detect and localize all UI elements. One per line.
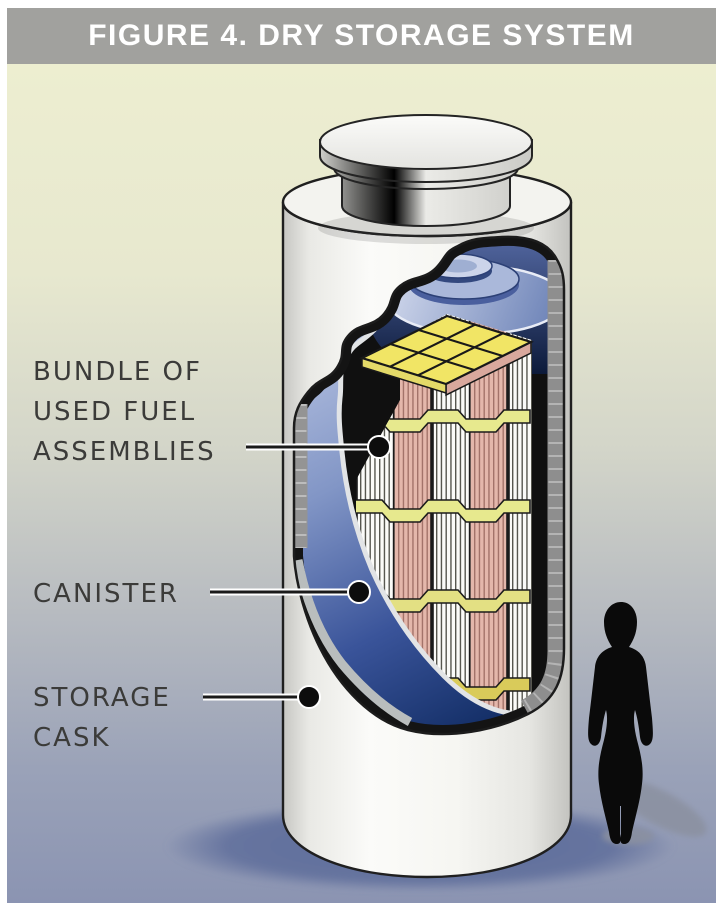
- leader-bundle: [246, 435, 391, 459]
- label-line: CASK: [33, 723, 111, 753]
- label-canister: CANISTER: [33, 574, 179, 614]
- figure-title-bar: FIGURE 4. DRY STORAGE SYSTEM: [7, 8, 716, 64]
- leader-canister: [210, 580, 371, 604]
- leader-cask: [203, 685, 321, 709]
- figure-title: FIGURE 4. DRY STORAGE SYSTEM: [88, 19, 635, 52]
- label-bundle-of-used-fuel-assemblies: BUNDLE OF USED FUEL ASSEMBLIES: [33, 352, 216, 472]
- leader-dot-bundle: [367, 435, 391, 459]
- fuel-bundle-tops: [359, 314, 534, 397]
- leader-dot-canister: [347, 580, 371, 604]
- label-line: STORAGE: [33, 683, 171, 713]
- cutaway-outline: [292, 235, 566, 736]
- label-line: CANISTER: [33, 579, 179, 609]
- label-line: USED FUEL: [33, 397, 197, 427]
- label-line: BUNDLE OF: [33, 357, 202, 387]
- leader-dot-cask: [297, 685, 321, 709]
- label-storage-cask: STORAGE CASK: [33, 678, 171, 758]
- cask-lid: [319, 114, 533, 228]
- label-line: ASSEMBLIES: [33, 437, 216, 467]
- lid-cap-top: [319, 114, 533, 170]
- cutaway-opening: [294, 236, 564, 735]
- leader-lines: [203, 435, 391, 709]
- human-scale-silhouette: [588, 602, 653, 844]
